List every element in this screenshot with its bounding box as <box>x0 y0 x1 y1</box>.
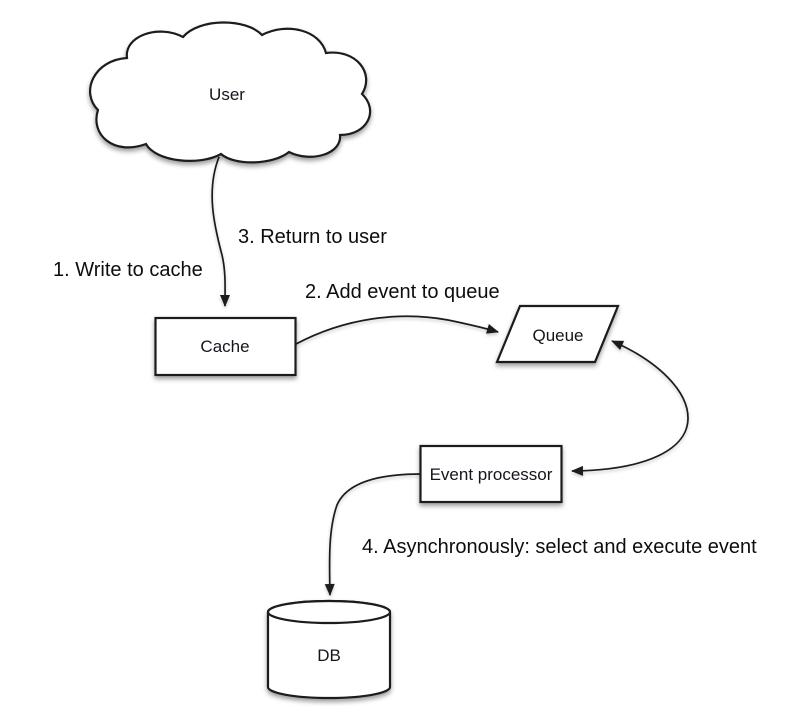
user-cloud-shape <box>88 21 372 164</box>
edge-user-to-cache <box>211 156 231 307</box>
edge-queue-event-processor-bidirectional <box>571 340 689 476</box>
edges-layer <box>211 156 689 596</box>
cache-node-shape <box>154 316 297 377</box>
db-cylinder-top-rim <box>266 599 392 625</box>
edge-cache-to-queue <box>295 315 499 345</box>
event-processor-node-shape <box>419 444 563 504</box>
event-processor-node-label: Event processor <box>430 465 553 484</box>
annotations-layer: 1. Write to cache 3. Return to user 2. A… <box>53 226 757 558</box>
db-node-label: DB <box>317 646 341 665</box>
queue-node-shape <box>495 304 620 364</box>
node-labels-layer: User Cache Queue Event processor DB <box>200 85 583 665</box>
nodes-layer <box>88 21 620 700</box>
annotation-step1-write-to-cache: 1. Write to cache <box>53 259 203 281</box>
cache-node-label: Cache <box>200 337 249 356</box>
db-cylinder-shape <box>266 599 392 700</box>
annotation-step3-return-to-user: 3. Return to user <box>238 226 387 248</box>
queue-node-label: Queue <box>532 326 583 345</box>
annotation-step2-add-event-to-queue: 2. Add event to queue <box>305 281 500 303</box>
edge-event-processor-to-db <box>324 473 422 596</box>
annotation-step4-async-execute: 4. Asynchronously: select and execute ev… <box>362 536 757 558</box>
user-node-label: User <box>209 85 245 104</box>
